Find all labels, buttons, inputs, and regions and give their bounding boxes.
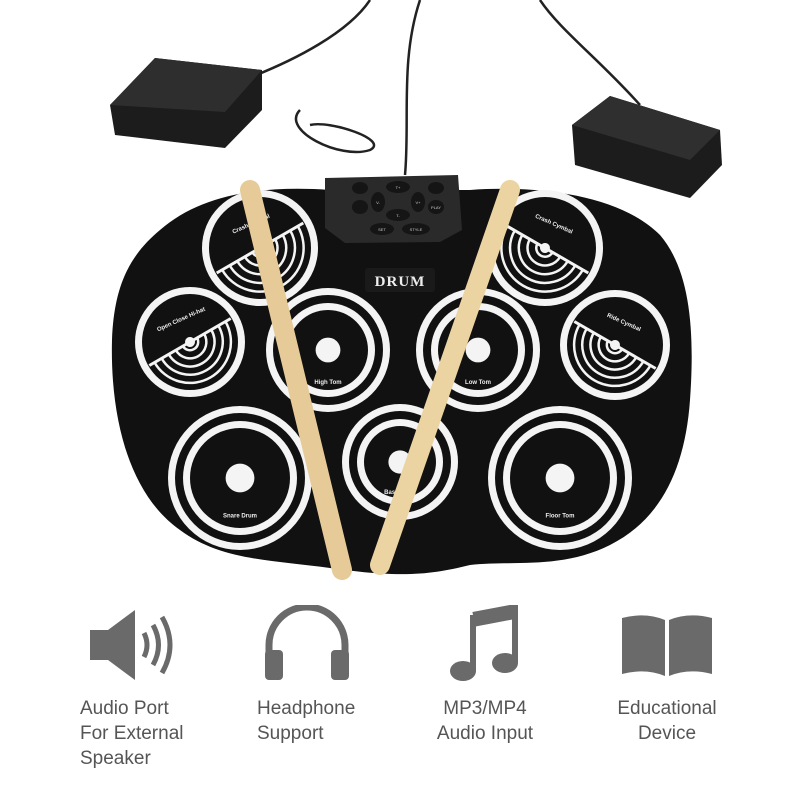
drumsticks bbox=[240, 180, 520, 580]
feature-label: Audio Port For External Speaker bbox=[80, 698, 184, 769]
pad-snare-drum[interactable]: Snare Drum bbox=[168, 406, 312, 550]
feature-label: MP3/MP4 Audio Input bbox=[436, 698, 534, 744]
book-icon bbox=[572, 600, 762, 690]
control-button-play[interactable]: PLAY bbox=[431, 205, 441, 210]
control-panel: T+ V- V+ T- SET STYLE PLAY bbox=[325, 175, 462, 243]
control-button-set[interactable]: SET bbox=[378, 227, 386, 232]
left-drumstick bbox=[240, 180, 352, 580]
control-button-style[interactable]: STYLE bbox=[410, 227, 423, 232]
right-drumstick bbox=[370, 180, 520, 575]
feature-headphone: Headphone Support bbox=[212, 600, 402, 746]
music-note-icon bbox=[390, 600, 580, 690]
left-foot-pedal bbox=[110, 58, 262, 148]
pad-floor-tom[interactable]: Floor Tom bbox=[488, 406, 632, 550]
feature-mp3: MP3/MP4 Audio Input bbox=[390, 600, 580, 746]
right-foot-pedal bbox=[572, 96, 722, 198]
feature-audio-port: Audio Port For External Speaker bbox=[35, 600, 225, 771]
headphone-icon bbox=[212, 600, 402, 690]
control-button-t-plus[interactable]: T+ bbox=[396, 185, 401, 190]
drum-kit-photo: T+ V- V+ T- SET STYLE PLAY DRUM Crash Cy… bbox=[110, 0, 722, 580]
pad-ride-cymbal[interactable]: Ride Cymbal bbox=[554, 290, 670, 404]
speaker-icon bbox=[35, 600, 225, 690]
pad-label: Snare Drum bbox=[223, 514, 257, 520]
pad-label: High Tom bbox=[314, 380, 341, 386]
control-button-v-minus[interactable]: V- bbox=[376, 200, 380, 205]
control-button-t-minus[interactable]: T- bbox=[396, 213, 400, 218]
feature-educational: Educational Device bbox=[572, 600, 762, 746]
pad-crash-cymbal[interactable]: Crash Cymbal bbox=[480, 190, 603, 311]
control-button-v-plus[interactable]: V+ bbox=[415, 200, 421, 205]
feature-label: Educational Device bbox=[617, 698, 717, 744]
pad-label: Low Tom bbox=[465, 380, 491, 386]
pad-label: Floor Tom bbox=[546, 514, 575, 520]
drum-brand-label: DRUM bbox=[375, 274, 426, 290]
feature-label: Headphone Support bbox=[257, 698, 356, 744]
pad-open-close-hi-hat[interactable]: Open Close Hi-hat bbox=[135, 287, 251, 401]
